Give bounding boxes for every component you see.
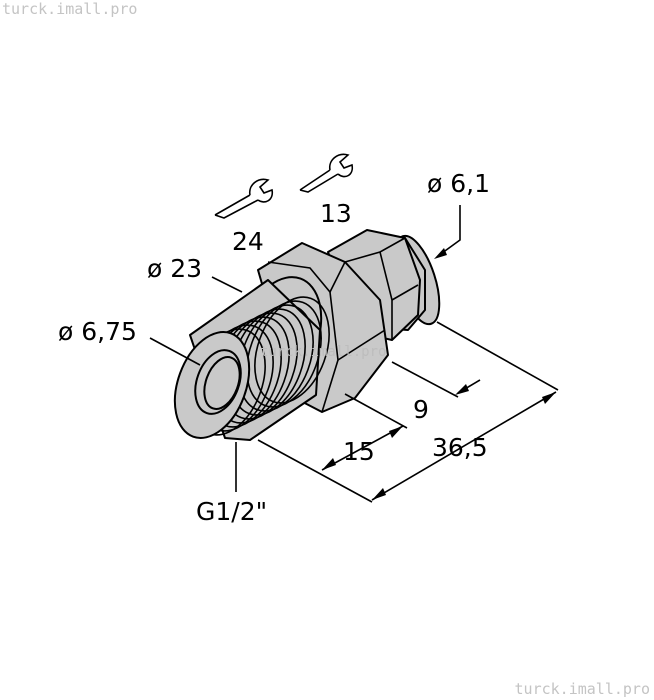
label-dia-6-1: ø 6,1 bbox=[427, 169, 490, 198]
ext-line-36-5-front bbox=[257, 439, 373, 503]
leader-dia-23 bbox=[211, 276, 243, 293]
label-len-36-5: 36,5 bbox=[432, 433, 488, 462]
label-dia-6-75: ø 6,75 bbox=[58, 317, 137, 346]
ext-line-9 bbox=[391, 361, 459, 398]
wrench-icon-13 bbox=[299, 153, 354, 193]
watermark-bottom: turck.imall.pro bbox=[514, 680, 650, 698]
label-dia-23: ø 23 bbox=[147, 254, 202, 283]
leader-dia-6-1 bbox=[437, 205, 461, 257]
small-hex-nut bbox=[327, 229, 421, 341]
wrench-icon-24 bbox=[214, 178, 274, 219]
label-wrench-24: 24 bbox=[232, 227, 264, 256]
front-face bbox=[173, 331, 251, 439]
label-len-15: 15 bbox=[343, 437, 375, 466]
label-len-9: 9 bbox=[413, 395, 429, 424]
label-wrench-13: 13 bbox=[320, 199, 352, 228]
dim-line-36-5 bbox=[371, 391, 557, 501]
label-thread: G1/2" bbox=[196, 497, 267, 526]
dim-line-15 bbox=[321, 425, 404, 471]
watermark-top: turck.imall.pro bbox=[2, 0, 138, 18]
ext-line-15 bbox=[344, 393, 408, 429]
watermark-center: turck.imall.pro bbox=[260, 344, 386, 360]
leader-dia-6-75 bbox=[149, 337, 201, 366]
ext-line-36-5-back bbox=[436, 321, 559, 391]
